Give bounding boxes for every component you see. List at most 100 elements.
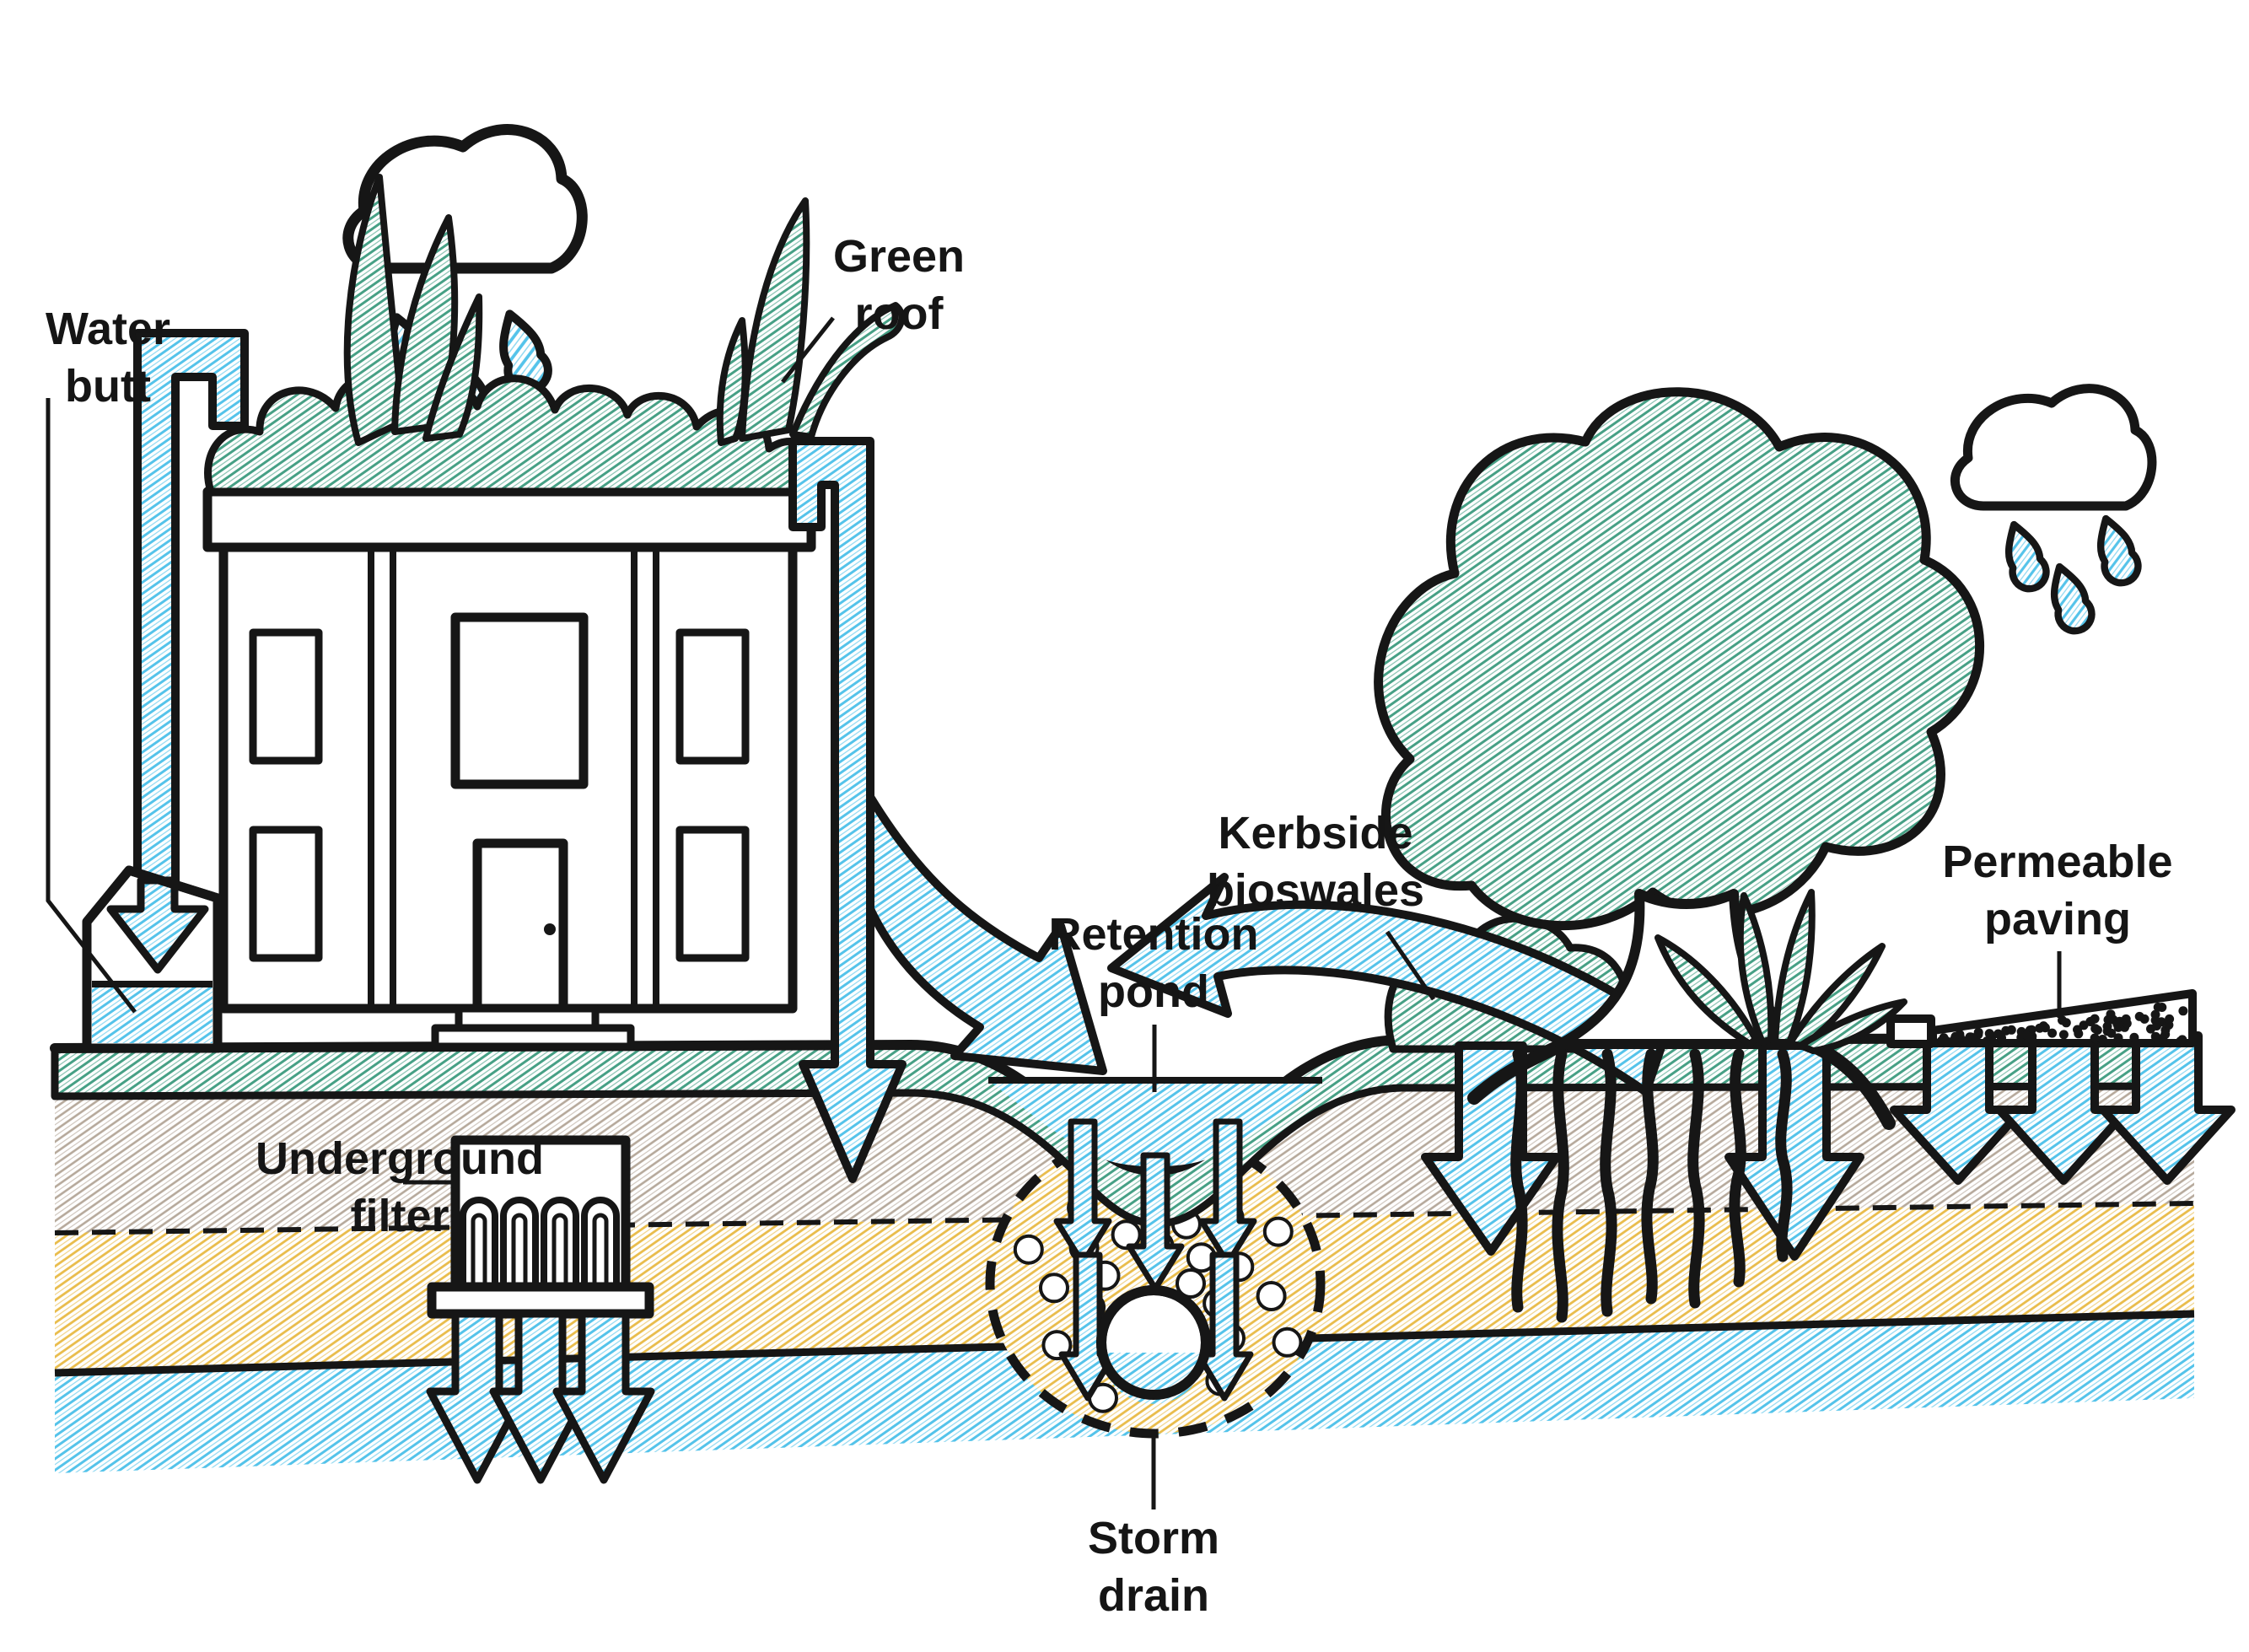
paving-dot [2035, 1023, 2045, 1033]
filter-tube-inner [471, 1213, 487, 1287]
label-kerbside-bioswales: Kerbside bioswales [1206, 808, 1425, 916]
leader-water-butt [46, 398, 137, 1014]
label-retention-pond: Retention pond [1048, 909, 1259, 1017]
permeable-paving-assembly [1886, 989, 2197, 1048]
paving-dot [2122, 1019, 2132, 1029]
paving-dot [1968, 1034, 1978, 1044]
label-green-roof: Green roof [832, 231, 966, 339]
paving-dot [2165, 1014, 2175, 1024]
storm-drain-pipe-rim [1096, 1285, 1211, 1400]
roof-spiky-plant-left [343, 174, 483, 446]
down-arrow-icon [1126, 1152, 1185, 1292]
paving-dot [1993, 1029, 2004, 1039]
paving-dot [2047, 1028, 2058, 1038]
window [675, 826, 750, 962]
down-arrow-icon [489, 1310, 592, 1484]
paving-dot [2103, 1014, 2113, 1025]
paving-dot [2097, 1035, 2107, 1044]
leader-kerbside-bioswales [1385, 930, 1436, 1001]
water-butt [82, 865, 223, 1053]
agave-plant-icon [1654, 889, 1907, 1054]
rain-cloud-left [342, 124, 588, 444]
paving-dot [1955, 1030, 1965, 1039]
green-roof-planting [204, 174, 906, 496]
label-storm-drain: Storm drain [1087, 1513, 1220, 1621]
rain-cloud-right [1950, 384, 2157, 636]
down-arrow-icon [1053, 1118, 1112, 1267]
window [249, 628, 323, 765]
down-arrow-icon [426, 1310, 529, 1484]
paving-dot [2021, 1030, 2031, 1040]
underground-filter-icon [426, 1135, 655, 1484]
window-large [450, 612, 589, 789]
paving-aggregate-dots [1936, 1002, 2188, 1047]
tree-root [1687, 1048, 1705, 1309]
paving-dot [2152, 1021, 2161, 1030]
paving-dot [2086, 1016, 2096, 1026]
filter-tube [581, 1197, 620, 1287]
paving-dot [2090, 1033, 2100, 1043]
filter-plate [427, 1282, 654, 1319]
filter-tube-inner [592, 1213, 609, 1287]
down-arrow-icon [2099, 1031, 2236, 1185]
paving-dot [2139, 1014, 2149, 1024]
paving-dot [1949, 1035, 1959, 1045]
filter-tubes [460, 1197, 620, 1287]
sand-boundary-dashed-line [54, 1201, 2195, 1235]
filter-tube [541, 1197, 579, 1287]
gravel-stone [1176, 1268, 1206, 1299]
paving-dot [1941, 1036, 1951, 1046]
tree-root [1775, 1048, 1793, 1262]
tree-icon [1374, 387, 1984, 1323]
house-icon [202, 487, 816, 1051]
water-butt-rim [82, 865, 223, 1053]
roof-spiky-plant-right [716, 197, 906, 446]
filter-tube-inner [511, 1213, 528, 1287]
tree-root [1600, 1048, 1617, 1317]
paving-dot [2176, 1036, 2186, 1047]
rain-drop-icon [1998, 519, 2050, 593]
down-arrow-icon [1724, 1041, 1864, 1261]
runoff-curved-arrow-to-pond [866, 793, 1107, 1075]
tree-root [1552, 1048, 1569, 1323]
kerb-block [1886, 1014, 1935, 1048]
gravel-stone [1013, 1234, 1044, 1265]
gravel-stone [1272, 1326, 1303, 1358]
door-knob [544, 923, 556, 935]
gravel-stone [1039, 1273, 1069, 1304]
label-water-butt: Water butt [45, 304, 171, 412]
filter-tube-inner [551, 1213, 568, 1287]
tree-roots [1467, 1039, 1896, 1323]
paving-dot [2129, 1032, 2139, 1042]
leader-green-roof [781, 316, 835, 384]
window [675, 628, 750, 765]
downpipe-right-with-soakaway-arrow [788, 437, 907, 1183]
pond-water [988, 1080, 1322, 1167]
gravel-stone [1111, 1219, 1142, 1251]
tree-root [1729, 1048, 1746, 1288]
paving-dot [2058, 1030, 2069, 1040]
down-arrow-icon [1198, 1118, 1257, 1267]
paving-dot [2001, 1025, 2011, 1036]
paving-dot [2178, 1006, 2188, 1016]
paving-dot [2079, 1020, 2089, 1030]
paving-dot [2158, 1033, 2168, 1043]
paving-dot [2074, 1029, 2084, 1039]
gravel-stone [1256, 1281, 1287, 1311]
rain-drop-icon [2090, 514, 2142, 587]
filter-outflow-arrows [426, 1310, 655, 1484]
down-arrow-icon [1195, 1251, 1254, 1402]
label-underground-filter: Underground filter [256, 1133, 544, 1241]
roof-fascia [202, 487, 816, 552]
leader-lines [46, 316, 2062, 1509]
window [249, 826, 323, 962]
rain-drops-right [1998, 514, 2142, 635]
rain-drop-icon [2043, 562, 2096, 635]
paving-dot [2113, 1033, 2123, 1043]
down-arrow-icon [1995, 1031, 2132, 1185]
tree-canopy [1374, 387, 1984, 931]
water-butt-water [92, 984, 213, 1043]
down-arrow-icon [552, 1310, 655, 1484]
